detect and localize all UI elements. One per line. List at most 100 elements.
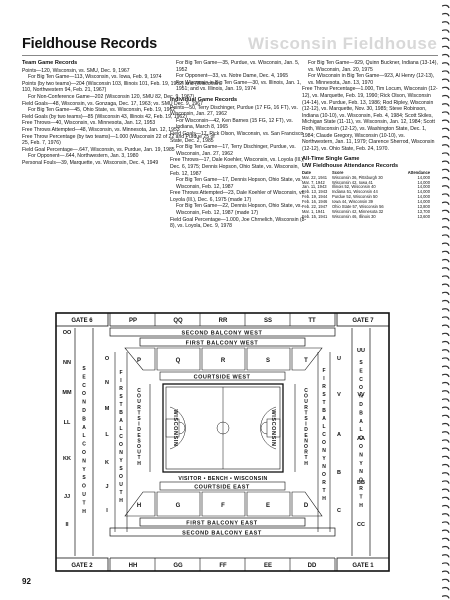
svg-text:E: E xyxy=(304,433,308,439)
team-record-entry: For Big Ten Game—45, Ohio State, vs. Wis… xyxy=(28,107,176,114)
court-label-right: WISCONSIN xyxy=(270,409,276,446)
svg-text:U: U xyxy=(137,450,141,456)
svg-text:S: S xyxy=(322,392,326,398)
svg-text:B: B xyxy=(82,416,86,422)
seat-section-label: BB xyxy=(357,480,365,486)
attendance-count: 14,000 xyxy=(417,179,430,185)
team-record-entry: Free Throw Percentage (by two teams)—1.0… xyxy=(22,133,215,147)
second-balcony-west-label: SECOND BALCONY WEST xyxy=(182,331,263,337)
svg-text:C: C xyxy=(82,383,86,389)
gate-7-label: GATE 7 xyxy=(352,318,374,324)
seat-section-label: PP xyxy=(129,318,137,324)
spiral-binding xyxy=(442,4,450,599)
seat-section-label: OO xyxy=(63,330,72,336)
attendance-heading-1: All-Time Single Game xyxy=(302,156,360,163)
seat-section-label: Q xyxy=(176,358,181,364)
attendance-score: Purdue 52, Wisconsin 50 xyxy=(332,194,378,200)
team-record-entry: Field Goal Percentage—.647, Wisconsin, v… xyxy=(22,146,175,153)
svg-text:D: D xyxy=(304,427,308,433)
team-record-entry: Free Throws—40, Wisconsin, vs. Minnesota… xyxy=(22,120,156,127)
svg-text:A: A xyxy=(322,416,326,422)
svg-text:B: B xyxy=(359,410,363,416)
attendance-date: Feb. 15, 1941 xyxy=(302,213,328,219)
attendance-score: Indiana 51, Wisconsin 44 xyxy=(332,189,378,195)
svg-text:T: T xyxy=(304,455,307,461)
seat-section-label: G xyxy=(176,503,181,509)
seat-section-label: HH xyxy=(129,563,138,569)
attendance-count: 14,000 xyxy=(417,174,430,180)
svg-text:S: S xyxy=(137,416,141,422)
svg-text:O: O xyxy=(119,442,123,448)
svg-text:R: R xyxy=(137,405,141,411)
svg-text:S: S xyxy=(82,366,86,372)
svg-text:T: T xyxy=(137,410,140,416)
first-balcony-west-label: FIRST BALCONY WEST xyxy=(186,341,259,347)
seat-section-label: I xyxy=(106,508,108,514)
individual-records-list: Points—50, Terry Dischinger, Purdue (17 … xyxy=(170,105,310,230)
attendance-score: Illinois 52, Wisconsin 40 xyxy=(332,184,376,190)
team-record-entry: Field Goals (by two teams)—85 (Wisconsin… xyxy=(22,113,187,120)
court-label-left: WISCONSIN xyxy=(172,409,178,446)
svg-text:C: C xyxy=(304,388,308,394)
att-col-attendance: Attendance xyxy=(407,169,430,175)
individual-record-entry: Free Throws—17, Dale Koehler, Wisconsin,… xyxy=(170,157,305,177)
svg-text:O: O xyxy=(322,472,326,478)
svg-text:R: R xyxy=(359,486,363,492)
svg-text:D: D xyxy=(359,402,363,408)
svg-text:C: C xyxy=(359,377,363,383)
svg-text:H: H xyxy=(304,461,308,467)
att-col-score: Score xyxy=(332,169,344,175)
team-record-entry: Personal Fouls—39, Marquette, vs. Wiscon… xyxy=(22,159,159,166)
svg-text:F: F xyxy=(119,370,122,376)
svg-text:S: S xyxy=(304,416,308,422)
team-record-entry: Free Throws Attempted—48, Wisconsin, vs.… xyxy=(22,126,180,133)
attendance-count: 14,000 xyxy=(417,189,430,195)
svg-text:T: T xyxy=(82,500,85,506)
att-col-date: Date xyxy=(302,169,311,175)
attendance-date: Jan. 11, 1943 xyxy=(302,184,327,190)
svg-text:N: N xyxy=(82,458,86,464)
svg-text:N: N xyxy=(322,448,326,454)
svg-text:L: L xyxy=(359,427,362,433)
svg-text:L: L xyxy=(119,426,122,432)
individual-record-entry: For Big Ten Game—17, Terry Dischinger, P… xyxy=(176,144,296,157)
svg-text:E: E xyxy=(359,368,363,374)
svg-text:T: T xyxy=(304,410,307,416)
gate-6-label: GATE 6 xyxy=(71,318,93,324)
svg-text:H: H xyxy=(119,498,123,504)
svg-text:T: T xyxy=(119,402,122,408)
seat-section-label: AA xyxy=(357,436,365,442)
individual-record-entry: Field Goal Percentage—1.000, Joe Chrneli… xyxy=(170,216,307,230)
attendance-score: Wisconsin 42, Iowa 41 xyxy=(332,179,373,185)
svg-text:Y: Y xyxy=(359,461,363,467)
svg-text:T: T xyxy=(137,455,140,461)
svg-text:S: S xyxy=(82,475,86,481)
seat-section-label: MM xyxy=(62,390,72,396)
seat-section-label: DD xyxy=(308,563,317,569)
team-record-entry: Points—120, Wisconsin, vs. SMU, Dec. 9, … xyxy=(22,67,130,74)
svg-text:I: I xyxy=(305,422,307,428)
seat-section-label: N xyxy=(105,380,109,386)
title-rule xyxy=(22,55,438,56)
svg-text:N: N xyxy=(82,400,86,406)
seat-section-label: C xyxy=(337,508,341,514)
basketball-court xyxy=(162,383,284,473)
individual-record-entry: For Big Ten Game—929, Quinn Buckner, Ind… xyxy=(308,60,438,73)
svg-text:N: N xyxy=(322,464,326,470)
courtside-west-label: COURTSIDE WEST xyxy=(194,375,251,381)
team-record-entry: For Non-Conference Game—202 (Wisconsin 1… xyxy=(28,93,195,100)
courtside-east-band xyxy=(159,481,286,491)
svg-text:R: R xyxy=(304,405,308,411)
courtside-east-label: COURTSIDE EAST xyxy=(194,485,250,491)
svg-text:R: R xyxy=(322,384,326,390)
svg-text:O: O xyxy=(304,394,308,400)
team-record-entry: For Wisconsin in Big Ten Game—30, vs. Il… xyxy=(176,79,302,93)
courtside-west-band xyxy=(159,371,286,381)
column-1: Team Game Records Points—120, Wisconsin,… xyxy=(22,60,222,167)
